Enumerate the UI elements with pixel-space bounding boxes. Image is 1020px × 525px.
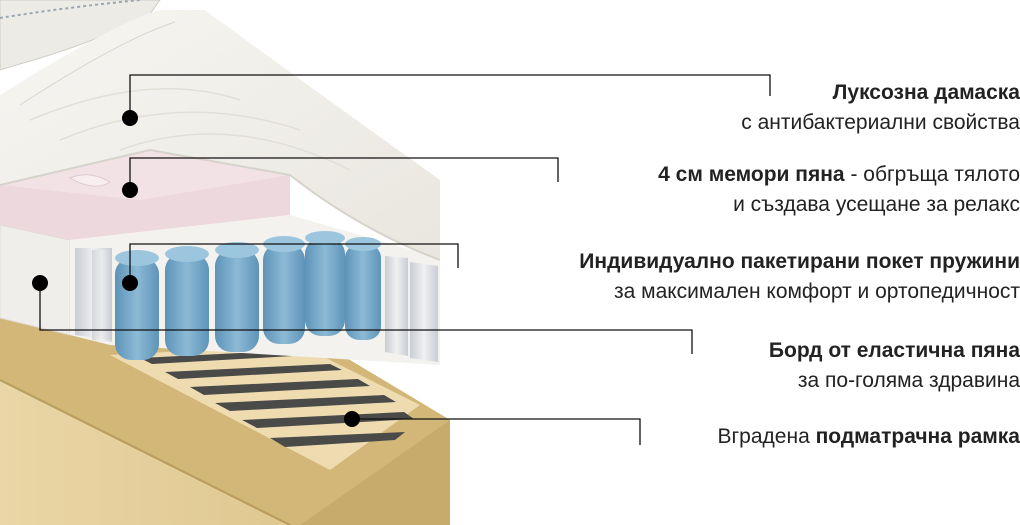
pocket-springs-title: Индивидуално пакетирани покет пружини [579, 250, 1020, 273]
leader-foam-border [39, 283, 693, 354]
marker-dot [344, 411, 360, 427]
leader-frame [352, 418, 641, 445]
label-memory-foam: 4 см мемори пяна - обгръща тялото и създ… [658, 160, 1020, 220]
foam-border-title: Борд от еластична пяна [768, 339, 1020, 362]
spring-row [115, 231, 381, 360]
frame-title: подматрачна рамка [815, 425, 1020, 448]
marker-dot [32, 275, 48, 291]
slat-gap [190, 379, 370, 395]
memory-foam-desc-1: - обгръща тялото [844, 163, 1020, 186]
marker-dots [32, 110, 360, 427]
slat-gap [165, 364, 342, 379]
leader-memory-foam [129, 157, 559, 190]
pocket-springs [70, 215, 440, 365]
leader-pocket-springs [129, 243, 459, 283]
slat-gap [242, 412, 414, 428]
marker-dot [122, 275, 138, 291]
slat-gap [270, 432, 405, 447]
foam-border-desc: за по-голяма здравина [797, 369, 1020, 392]
fabric-title: Луксозна дамаска [832, 81, 1020, 104]
fabric-layer [0, 10, 441, 261]
wooden-frame [0, 310, 450, 525]
fabric-desc: с антибактериални свойства [741, 111, 1020, 134]
marker-dot [122, 110, 138, 126]
memory-foam-title: 4 см мемори пяна [658, 163, 845, 186]
label-foam-border: Борд от еластична пяна за по-голяма здра… [769, 336, 1020, 396]
label-frame: Вградена подматрачна рамка [718, 422, 1020, 452]
label-fabric: Луксозна дамаска с антибактериални свойс… [741, 78, 1020, 138]
label-pocket-springs: Индивидуално пакетирани покет пружини за… [579, 247, 1020, 307]
pocket-springs-desc: за максимален комфорт и ортопедичност [614, 280, 1020, 303]
slat-gap [215, 395, 396, 411]
memory-foam-desc-2: и създава усещане за релакс [733, 193, 1020, 216]
marker-dot [122, 182, 138, 198]
frame-prefix: Вградена [717, 425, 816, 448]
leader-lines [39, 74, 771, 445]
leader-fabric [129, 74, 771, 118]
